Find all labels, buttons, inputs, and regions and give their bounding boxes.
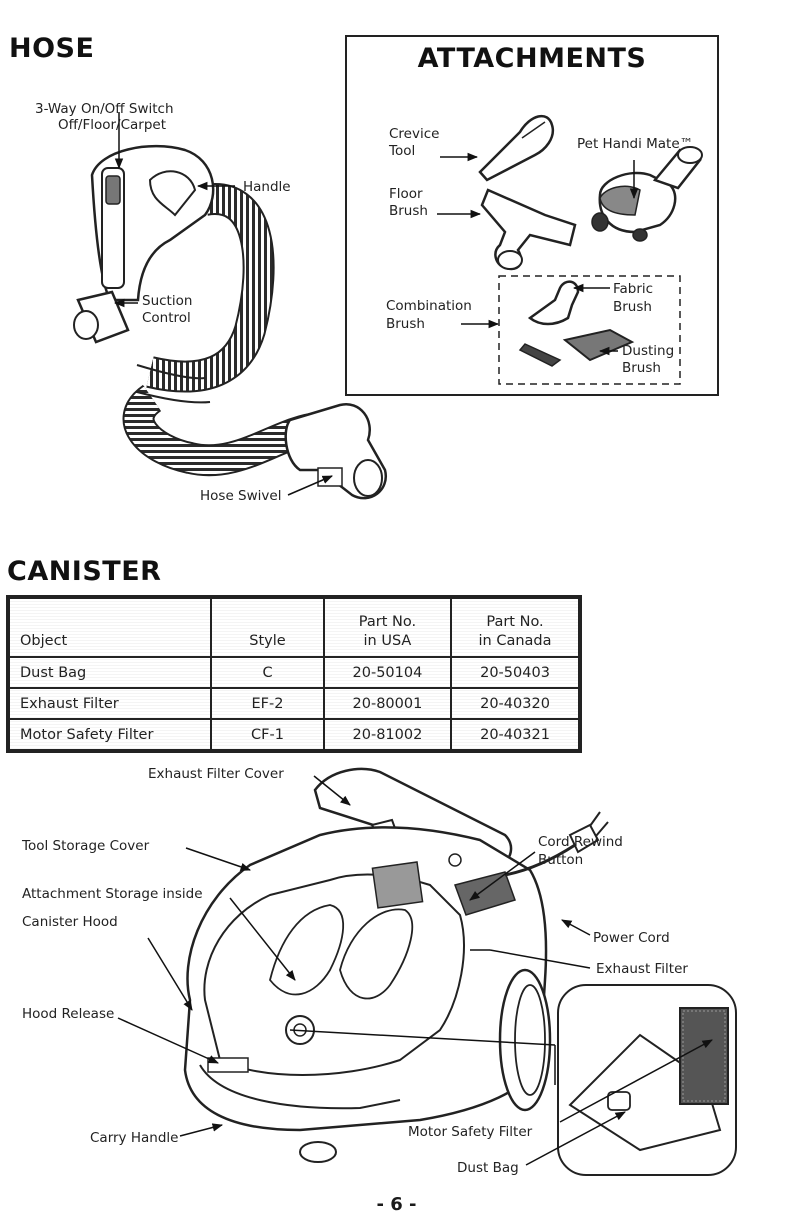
combination-brush-group [498, 275, 681, 385]
carry-handle-label: Carry Handle [90, 1130, 179, 1146]
dusting-brush-label-line2: Brush [622, 360, 661, 376]
fabric-brush-label-line1: Fabric [613, 281, 654, 297]
parts-table: Object Style Part No. in USA Part No. in… [6, 595, 582, 753]
attachment-storage-label-line2: Canister Hood [22, 914, 118, 930]
cell-object: Exhaust Filter [7, 687, 213, 720]
cord-rewind-label-line1: Cord Rewind [538, 834, 623, 850]
cell-part-usa: 20-81002 [322, 718, 453, 751]
cell-object: Dust Bag [7, 656, 213, 689]
attachments-title: ATTACHMENTS [417, 43, 647, 74]
combination-brush-label-line2: Brush [386, 316, 425, 332]
table-row: Dust Bag C 20-50104 20-50403 [7, 656, 580, 689]
cell-part-canada: 20-40320 [450, 687, 580, 720]
header-part-usa-line2: in USA [363, 633, 412, 649]
crevice-tool-label-line2: Tool [389, 143, 416, 159]
header-part-usa-line1: Part No. [358, 614, 417, 630]
table-header-row: Object Style Part No. in USA Part No. in… [7, 597, 580, 658]
attachments-box [345, 35, 719, 396]
dust-bag-label: Dust Bag [457, 1160, 519, 1176]
combination-brush-label-line1: Combination [386, 298, 472, 314]
suction-control-label-line2: Control [142, 310, 191, 326]
cell-part-usa: 20-80001 [322, 687, 453, 720]
table-row: Motor Safety Filter CF-1 20-81002 20-403… [7, 718, 580, 751]
header-part-canada-line1: Part No. [486, 614, 544, 630]
hose-swivel-label: Hose Swivel [200, 488, 282, 504]
fabric-brush-label-line2: Brush [613, 299, 652, 315]
dusting-brush-label-line1: Dusting [622, 343, 675, 359]
hose-title: HOSE [9, 33, 95, 64]
cell-style: CF-1 [210, 718, 325, 751]
floor-brush-label-line1: Floor [389, 186, 423, 202]
cell-part-canada: 20-50403 [450, 656, 580, 689]
cell-object: Motor Safety Filter [7, 718, 213, 751]
attachment-storage-label-line1: Attachment Storage inside [22, 886, 203, 902]
header-part-canada: Part No. in Canada [450, 597, 580, 658]
header-part-canada-line2: in Canada [478, 633, 552, 649]
exhaust-filter-label: Exhaust Filter [596, 961, 688, 977]
exhaust-filter-cover-label: Exhaust Filter Cover [148, 766, 284, 782]
exhaust-filter-part [679, 1007, 729, 1105]
motor-safety-filter-label: Motor Safety Filter [408, 1124, 533, 1140]
power-cord [504, 843, 576, 877]
page-number: - 6 - [376, 1194, 417, 1215]
cord-rewind-label-line2: Button [538, 852, 584, 868]
header-style: Style [210, 597, 325, 658]
switch-label-line1: 3-Way On/Off Switch [35, 101, 174, 117]
pet-handi-mate-label: Pet Handi Mate™ [577, 136, 694, 152]
header-part-usa: Part No. in USA [322, 597, 453, 658]
crevice-tool-label-line1: Crevice [389, 126, 440, 142]
canister-title: CANISTER [7, 556, 162, 587]
cell-style: C [210, 656, 325, 689]
power-cord-label: Power Cord [593, 930, 670, 946]
floor-brush-label-line2: Brush [389, 203, 428, 219]
tool-storage-cover-label: Tool Storage Cover [22, 838, 150, 854]
header-object: Object [7, 597, 213, 658]
cell-style: EF-2 [210, 687, 325, 720]
switch-label-line2: Off/Floor/Carpet [58, 117, 167, 133]
table-row: Exhaust Filter EF-2 20-80001 20-40320 [7, 687, 580, 720]
handle-label: Handle [243, 179, 291, 195]
hood-release-label: Hood Release [22, 1006, 115, 1022]
suction-control-label-line1: Suction [142, 293, 193, 309]
cell-part-usa: 20-50104 [322, 656, 453, 689]
cell-part-canada: 20-40321 [450, 718, 580, 751]
crevice-tool [478, 114, 555, 182]
